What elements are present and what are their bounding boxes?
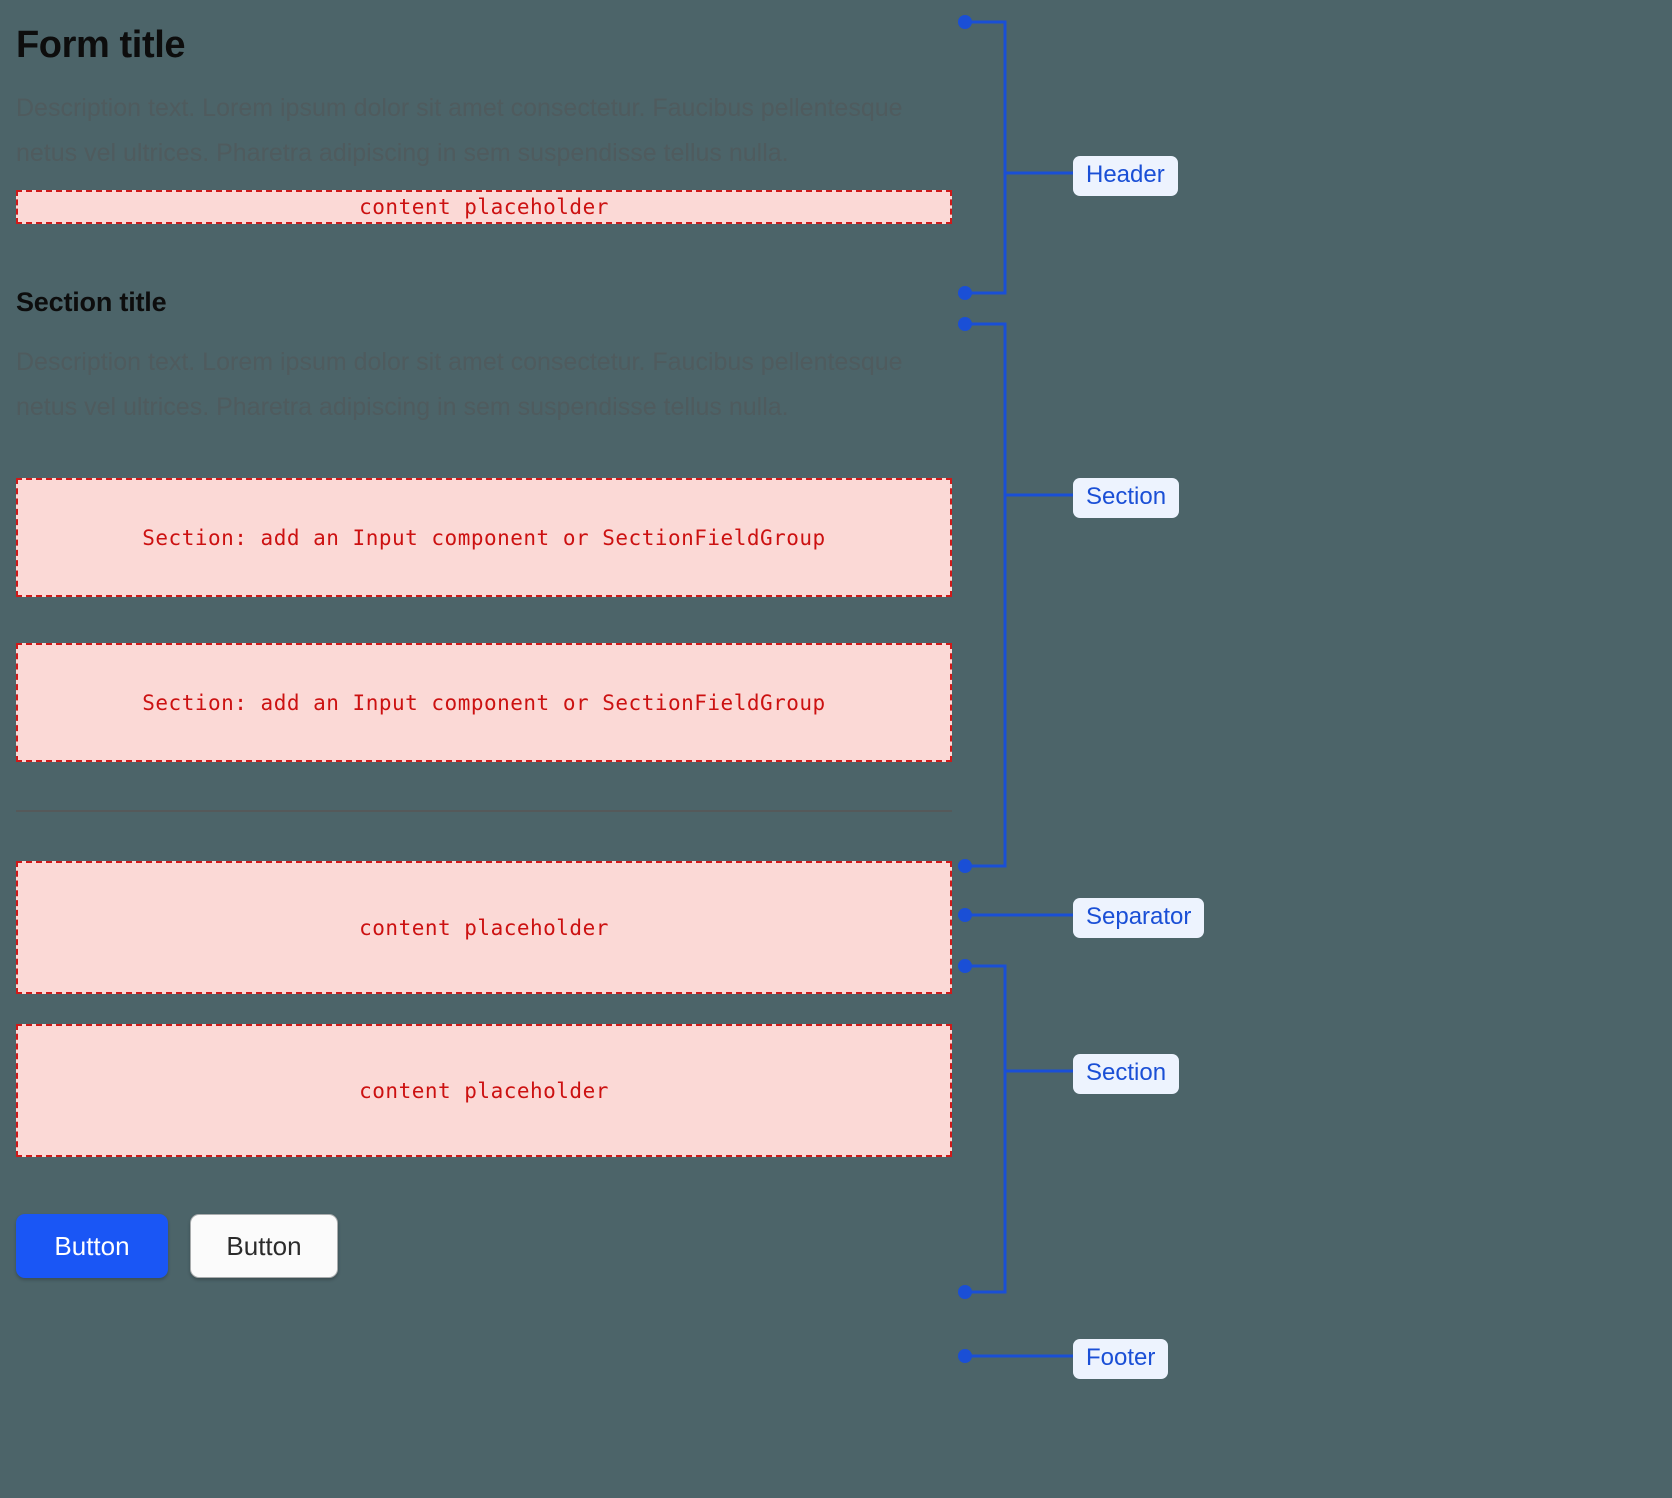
- form-section-one: Section title Description text. Lorem ip…: [16, 286, 952, 763]
- annotation-badge-footer[interactable]: Footer: [1073, 1339, 1169, 1379]
- section-field-placeholder[interactable]: Section: add an Input component or Secti…: [16, 643, 952, 763]
- annotation-badge-section-one[interactable]: Section: [1073, 478, 1180, 518]
- section-one-bracket: [965, 322, 1007, 868]
- annotation-endpoint-dots: [958, 15, 972, 1363]
- endpoint-dot: [958, 908, 972, 922]
- endpoint-dot: [958, 859, 972, 873]
- section-field-placeholder[interactable]: Section: add an Input component or Secti…: [16, 478, 952, 598]
- endpoint-dot: [958, 1349, 972, 1363]
- section-content-placeholder[interactable]: content placeholder: [16, 1024, 952, 1158]
- annotation-badge-header[interactable]: Header: [1073, 156, 1178, 196]
- form-header-description: Description text. Lorem ipsum dolor sit …: [16, 93, 903, 167]
- endpoint-dot: [958, 959, 972, 973]
- section-two-bracket: [965, 964, 1007, 1294]
- endpoint-dot: [958, 317, 972, 331]
- annotation-badge-separator[interactable]: Separator: [1073, 898, 1205, 938]
- form-footer: Button Button: [16, 1214, 952, 1279]
- form-header: Form title Description text. Lorem ipsum…: [16, 0, 952, 224]
- page-title: Form title: [16, 24, 186, 66]
- section-title: Section title: [16, 286, 167, 317]
- separator: [16, 810, 952, 813]
- section-content-placeholder[interactable]: content placeholder: [16, 861, 952, 995]
- section-one-description: Description text. Lorem ipsum dolor sit …: [16, 348, 903, 422]
- header-bracket: [965, 20, 1007, 295]
- endpoint-dot: [958, 1285, 972, 1299]
- endpoint-dot: [958, 15, 972, 29]
- annotation-badge-section-two[interactable]: Section: [1073, 1054, 1180, 1094]
- endpoint-dot: [958, 286, 972, 300]
- header-content-placeholder[interactable]: content placeholder: [16, 189, 952, 224]
- primary-button[interactable]: Button: [16, 1214, 168, 1279]
- form-content-column: Form title Description text. Lorem ipsum…: [16, 0, 952, 1279]
- secondary-button[interactable]: Button: [190, 1214, 338, 1279]
- form-section-two: content placeholder content placeholder: [16, 861, 952, 1158]
